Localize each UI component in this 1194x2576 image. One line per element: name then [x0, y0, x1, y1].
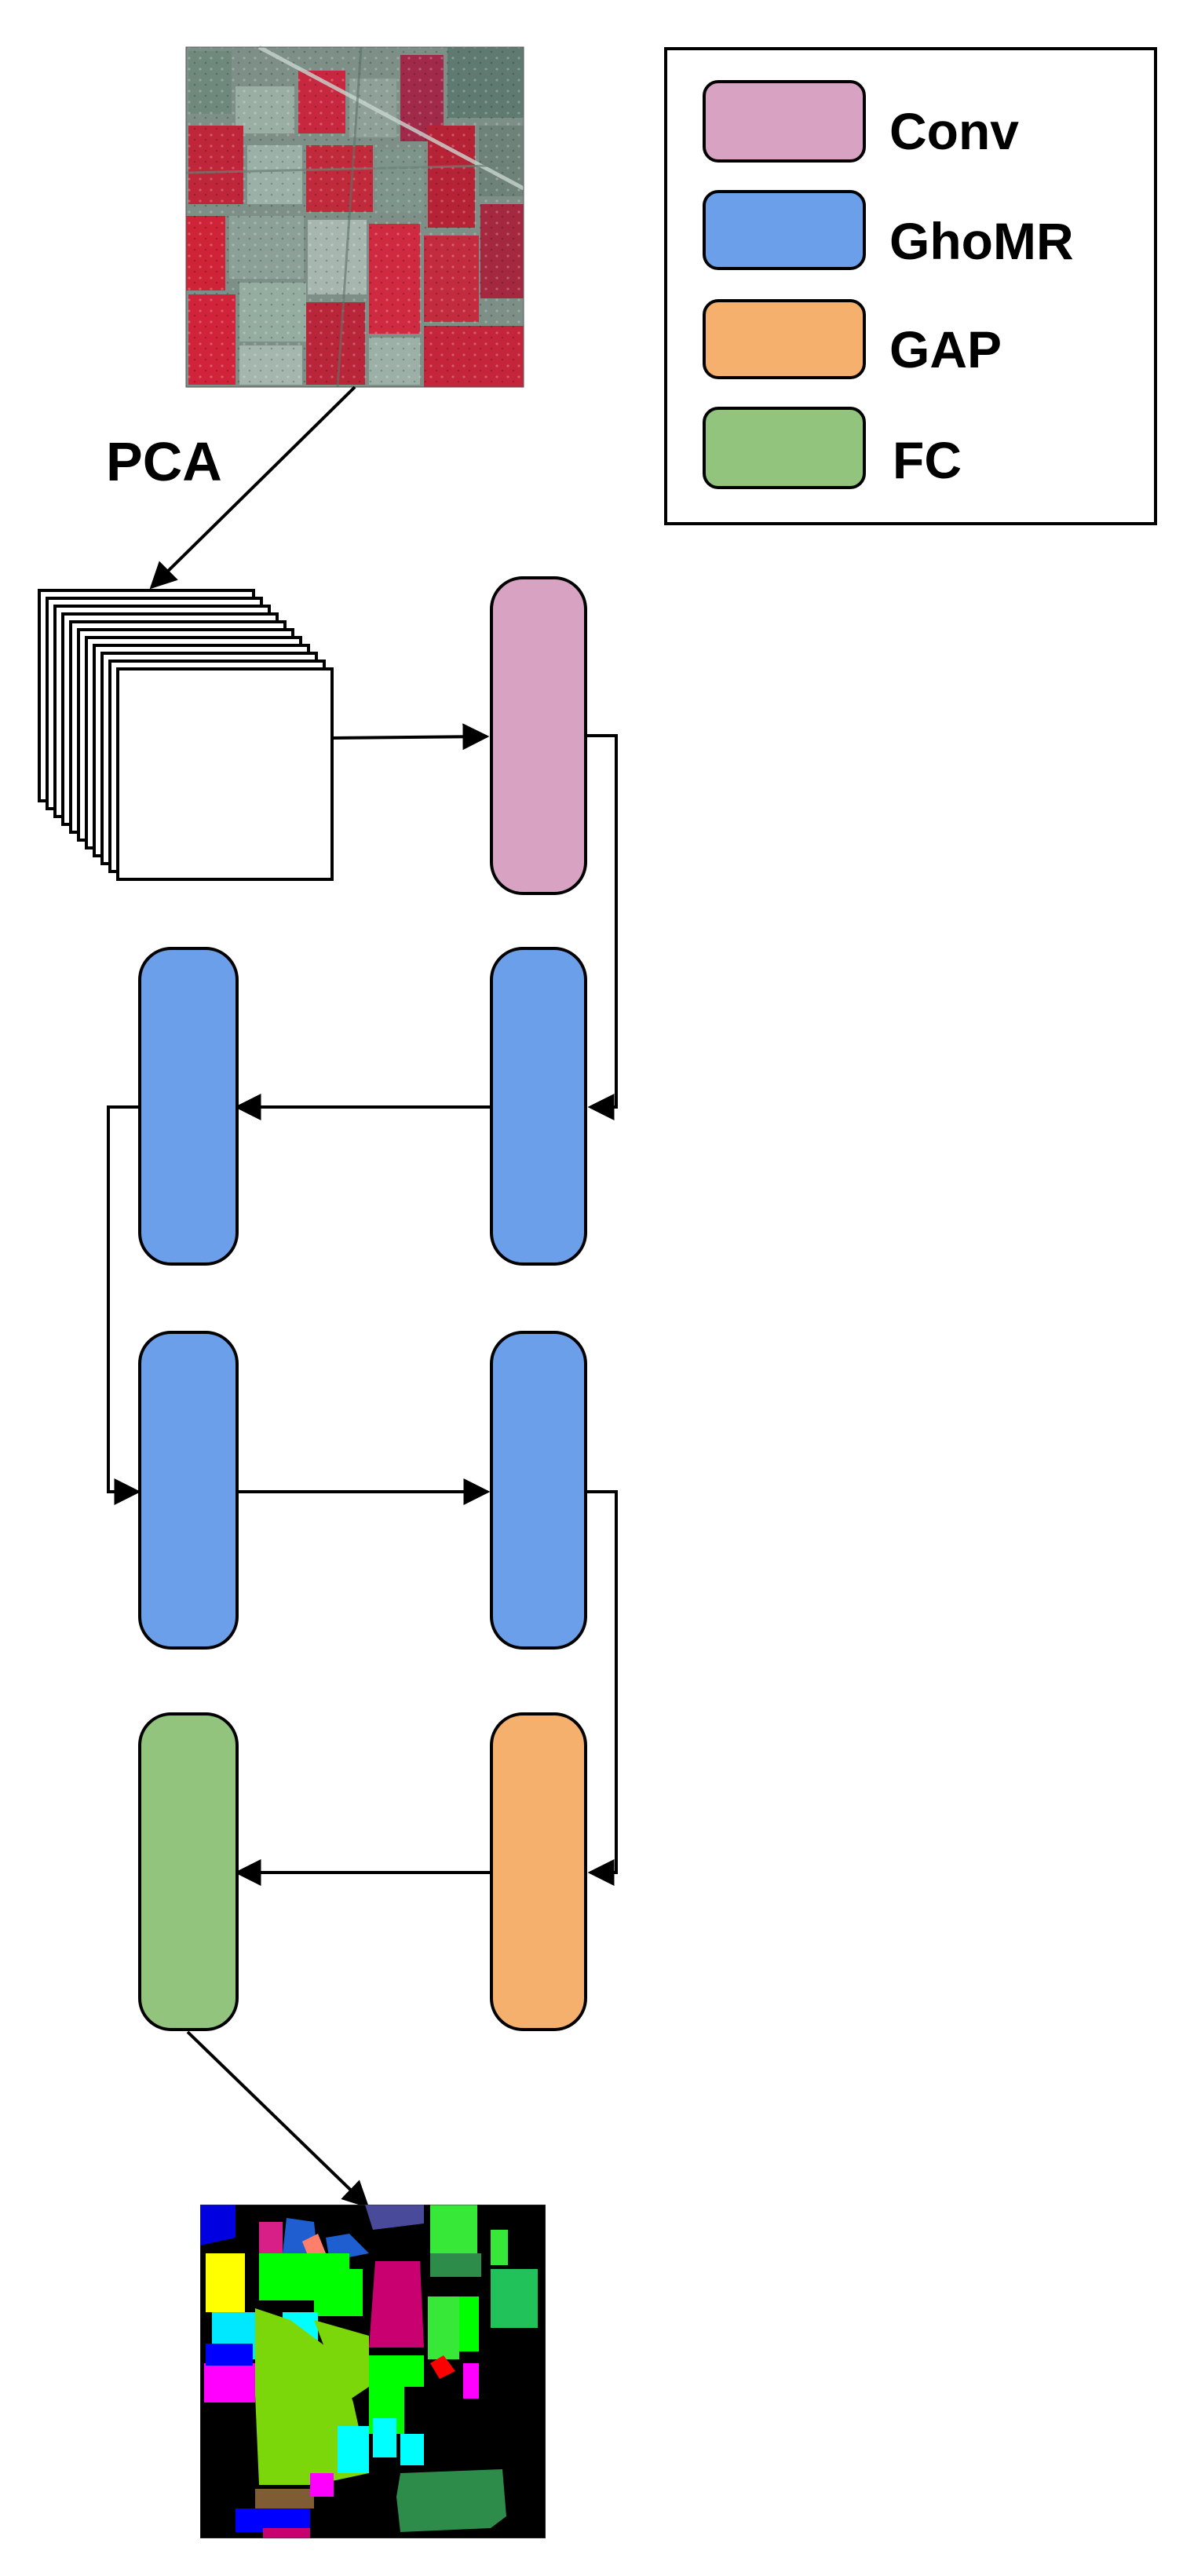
conv-block: [490, 576, 587, 895]
gap-block: [490, 1712, 587, 2031]
legend-label-conv: Conv: [889, 102, 1019, 160]
input-hyperspectral-image: [185, 45, 525, 388]
legend-label-gap: GAP: [889, 320, 1002, 378]
legend-swatch-conv: [703, 80, 866, 163]
output-classification-map: [200, 2205, 546, 2538]
ghomr-block-2: [138, 947, 239, 1266]
ghomr-block-3: [138, 1331, 239, 1650]
legend: Conv GhoMR GAP FC: [664, 47, 1157, 525]
pca-label: PCA: [106, 431, 222, 492]
ghomr-block-4: [490, 1331, 587, 1650]
connections: [107, 723, 618, 2209]
legend-swatch-fc: [703, 407, 866, 489]
legend-label-fc: FC: [893, 431, 962, 489]
pca-feature-stack: [38, 589, 334, 881]
ghomr-block-1: [490, 947, 587, 1266]
pca-arrow: [149, 385, 356, 590]
legend-swatch-ghomr: [703, 190, 866, 270]
fc-block: [138, 1712, 239, 2031]
legend-label-ghomr: GhoMR: [889, 212, 1074, 270]
legend-swatch-gap: [703, 299, 866, 379]
